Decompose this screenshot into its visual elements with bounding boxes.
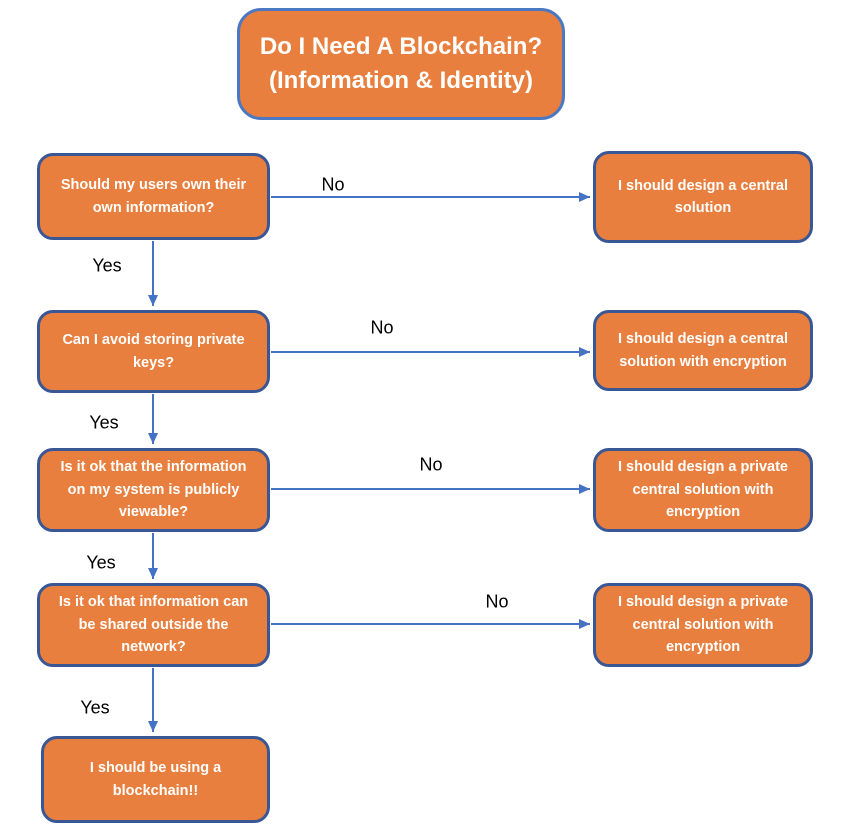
- result-box-use-blockchain: I should be using a blockchain!!: [41, 736, 270, 823]
- question-box-shared-outside-network: Is it ok that information can be shared …: [37, 583, 270, 667]
- edge-label-no-3: No: [419, 454, 443, 475]
- edge-label-no-4: No: [485, 591, 509, 612]
- edge-label-yes-4: Yes: [80, 697, 110, 718]
- question-box-users-own-information: Should my users own their own informatio…: [37, 153, 270, 240]
- result-box-private-central-solution-2: I should design a private central soluti…: [593, 583, 813, 667]
- result-box-private-central-solution-1: I should design a private central soluti…: [593, 448, 813, 532]
- question-box-avoid-private-keys: Can I avoid storing private keys?: [37, 310, 270, 393]
- title-box: Do I Need A Blockchain? (Information & I…: [237, 8, 565, 120]
- title-line-1: Do I Need A Blockchain?: [259, 32, 543, 60]
- question-box-publicly-viewable: Is it ok that the information on my syst…: [37, 448, 270, 532]
- edge-label-yes-1: Yes: [92, 255, 122, 276]
- result-box-central-solution-encryption: I should design a central solution with …: [593, 310, 813, 391]
- title-line-2: (Information & Identity): [269, 67, 533, 94]
- result-box-central-solution: I should design a central solution: [593, 151, 813, 243]
- edge-label-yes-3: Yes: [86, 552, 116, 573]
- edge-label-no-1: No: [321, 174, 345, 195]
- edge-label-no-2: No: [370, 317, 394, 338]
- edge-label-yes-2: Yes: [89, 412, 119, 433]
